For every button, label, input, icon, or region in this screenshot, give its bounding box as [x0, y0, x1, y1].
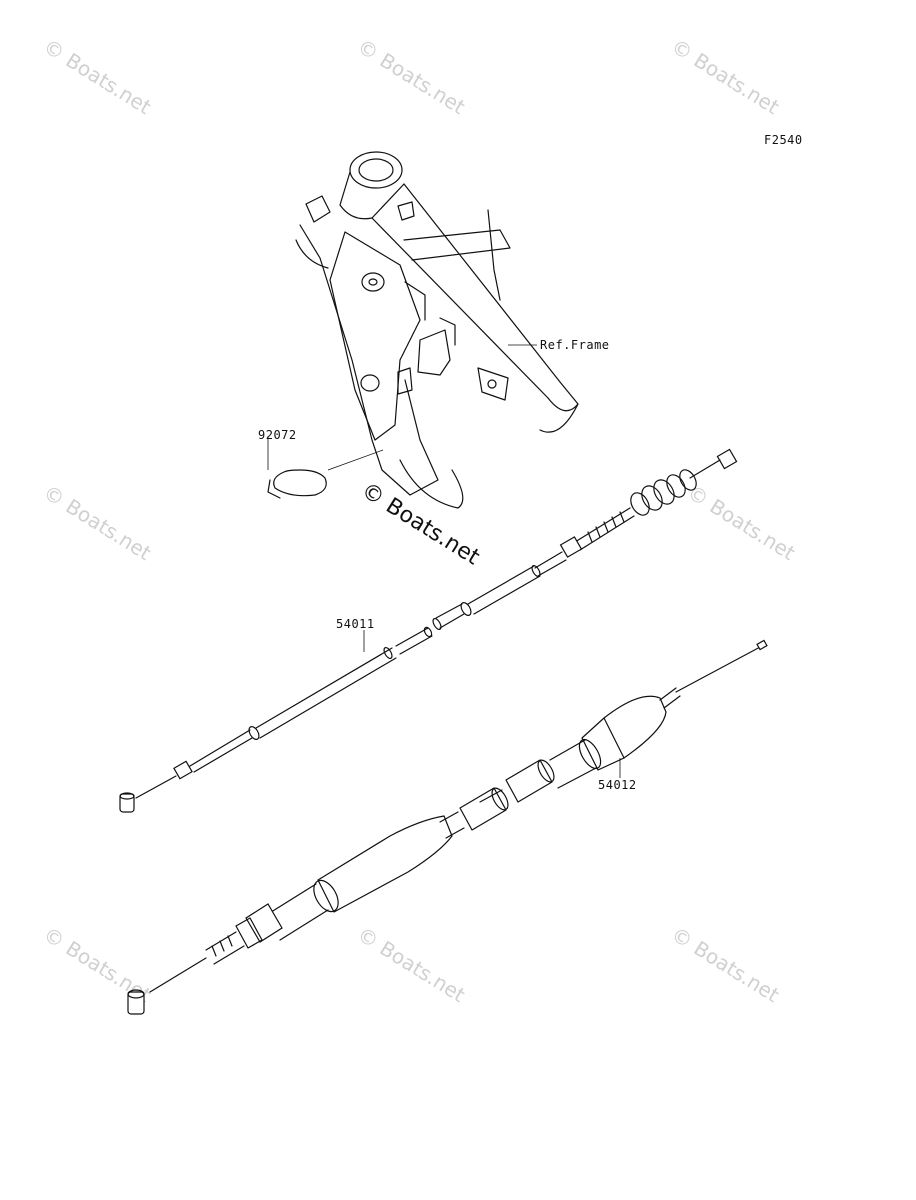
frame-drawing	[295, 151, 579, 509]
label-ref-frame: Ref.Frame	[540, 338, 610, 352]
cable-54011-drawing	[119, 448, 738, 813]
label-part-54012[interactable]: 54012	[598, 778, 637, 792]
clamp-92072-drawing	[267, 436, 384, 499]
label-part-92072[interactable]: 92072	[258, 428, 297, 442]
figure-code: F2540	[764, 133, 803, 147]
label-part-54011[interactable]: 54011	[336, 617, 375, 631]
cable-54012-drawing	[127, 639, 768, 1015]
